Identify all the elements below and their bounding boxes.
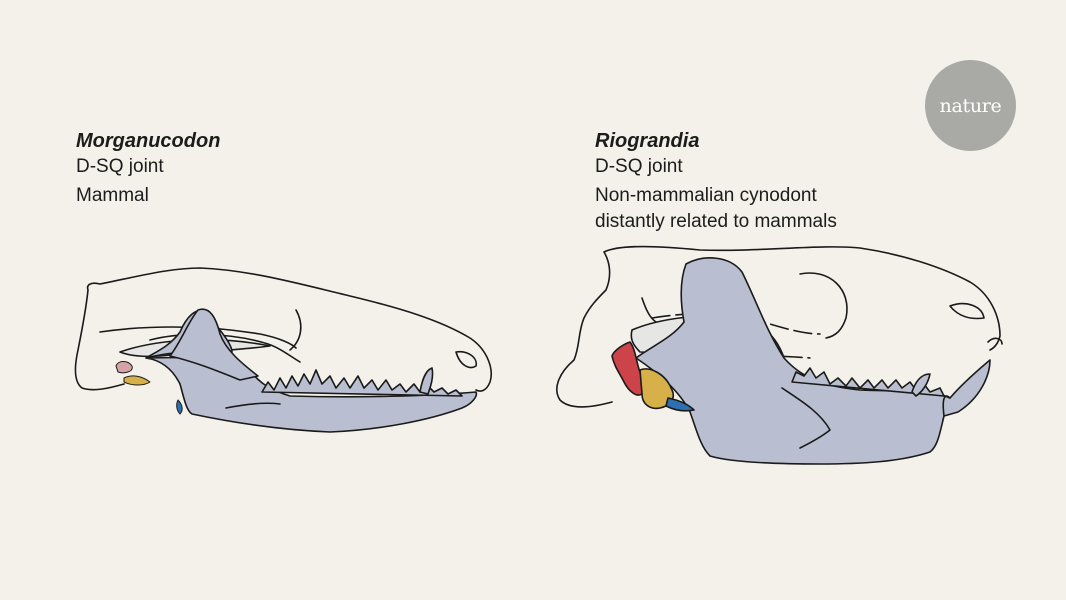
nature-logo-text: nature <box>939 94 1002 117</box>
morganucodon-articular <box>123 375 151 386</box>
morganucodon-teeth <box>261 369 463 397</box>
description-left: Mammal <box>76 185 149 206</box>
riograndia-dentary <box>635 257 991 465</box>
joint-label-right: D-SQ joint <box>595 156 683 177</box>
joint-label-left: D-SQ joint <box>76 156 164 177</box>
species-name-morganucodon: Morganucodon <box>76 130 221 152</box>
nature-logo: nature <box>925 60 1016 151</box>
riograndia-caption: Riograndia D-SQ joint Non-mammalian cyno… <box>595 128 837 235</box>
species-name-riograndia: Riograndia <box>595 130 700 152</box>
riograndia-angular <box>665 397 695 412</box>
riograndia-skull <box>556 245 1003 465</box>
riograndia-cranium-outline <box>556 245 1001 408</box>
morganucodon-quadrate <box>115 361 133 374</box>
morganucodon-cranium-outline <box>74 267 492 392</box>
description-right-line-1: Non-mammalian cynodont <box>595 185 817 206</box>
description-right-line-2: distantly related to mammals <box>595 211 837 232</box>
morganucodon-caption: Morganucodon D-SQ joint Mammal <box>76 128 220 209</box>
morganucodon-angular <box>176 399 183 415</box>
morganucodon-skull <box>74 267 492 433</box>
